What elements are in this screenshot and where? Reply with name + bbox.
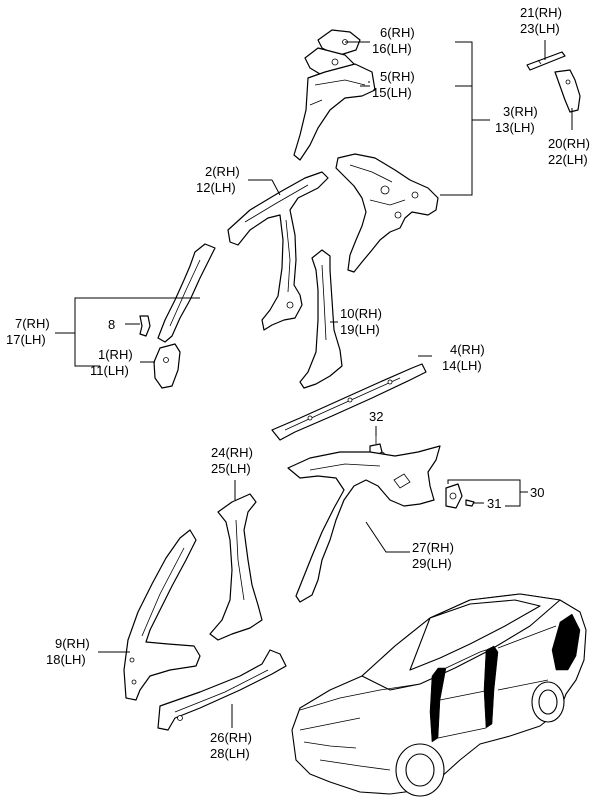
part-27-29-shape: [287, 445, 441, 603]
car-illustration: [291, 593, 587, 797]
label-17-lh: 17(LH): [6, 332, 46, 347]
label-22-lh: 22(LH): [548, 152, 588, 167]
label-20-rh: 20(RH): [548, 136, 590, 151]
label-4-rh: 4(RH): [450, 342, 485, 357]
label-23-lh: 23(LH): [520, 21, 560, 36]
label-10-rh: 10(RH): [340, 306, 382, 321]
label-31: 31: [487, 496, 501, 511]
part-1-11-shape: [153, 343, 181, 389]
label-3-rh: 3(RH): [503, 104, 538, 119]
part-30-31-shape: [445, 483, 475, 509]
label-5-rh: 5(RH): [380, 69, 415, 84]
part-9-18-shape: [123, 529, 201, 701]
label-14-lh: 14(LH): [442, 358, 482, 373]
label-19-lh: 19(LH): [340, 322, 380, 337]
part-2-12-shape: [227, 171, 329, 331]
label-32: 32: [369, 409, 383, 424]
label-16-lh: 16(LH): [372, 41, 412, 56]
label-25-lh: 25(LH): [211, 461, 251, 476]
label-26-rh: 26(RH): [210, 730, 252, 745]
label-11-lh: 11(LH): [90, 363, 129, 378]
label-15-lh: 15(LH): [372, 85, 412, 100]
label-24-rh: 24(RH): [211, 445, 253, 460]
part-10-19-shape: [299, 249, 343, 389]
label-8: 8: [108, 317, 115, 332]
part-20-22-shape: [554, 69, 581, 113]
label-29-lh: 29(LH): [412, 556, 452, 571]
label-13-lh: 13(LH): [495, 120, 535, 135]
part-4-14-shape: [271, 363, 427, 441]
part-labels: 6(RH) 16(LH) 5(RH) 15(LH) 3(RH) 13(LH) 2…: [6, 5, 590, 761]
label-9-rh: 9(RH): [55, 636, 90, 651]
label-2-rh: 2(RH): [205, 164, 240, 179]
label-30: 30: [530, 485, 544, 500]
part-7-17-shape: [157, 243, 216, 343]
part-8-shape: [139, 315, 151, 337]
label-18-lh: 18(LH): [46, 652, 86, 667]
label-7-rh: 7(RH): [15, 316, 50, 331]
part-21-23-shape: [526, 51, 566, 71]
leader-lines: [55, 40, 573, 728]
part-5-15-shape: [293, 63, 376, 161]
part-26-28-shape: [157, 649, 287, 731]
label-6-rh: 6(RH): [380, 25, 415, 40]
label-28-lh: 28(LH): [210, 746, 250, 761]
label-21-rh: 21(RH): [520, 5, 562, 20]
part-3-13-shape: [335, 153, 439, 273]
part-24-25-shape: [209, 493, 263, 641]
label-27-rh: 27(RH): [412, 540, 454, 555]
label-1-rh: 1(RH): [98, 347, 133, 362]
label-12-lh: 12(LH): [196, 180, 236, 195]
